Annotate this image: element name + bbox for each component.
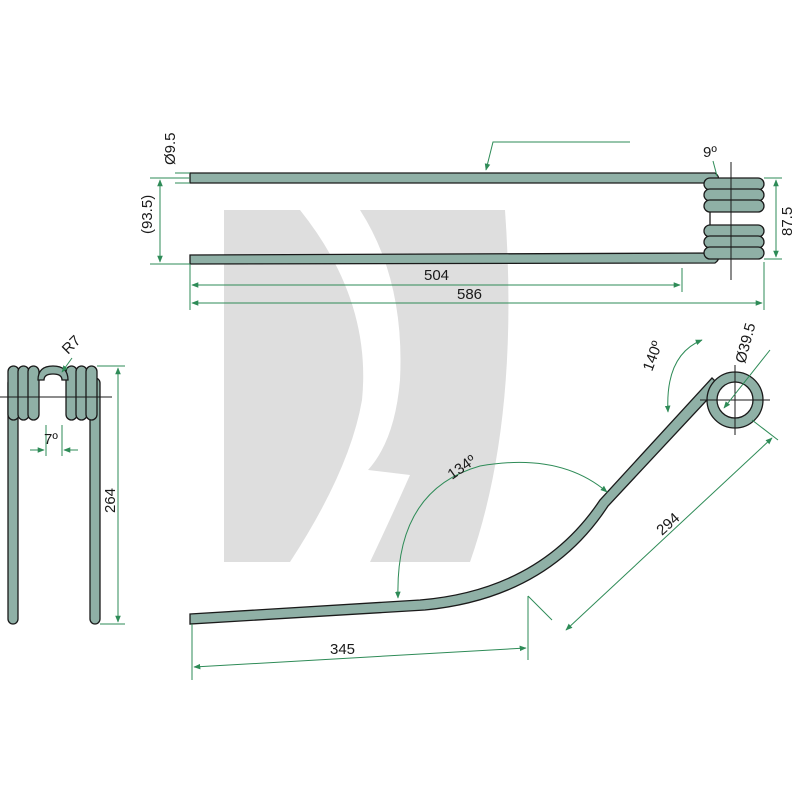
top-inner-length-label: 504	[424, 267, 449, 284]
top-height-label: 87.5	[779, 207, 796, 236]
side-left-coil	[7, 365, 40, 421]
side-angle-label: 7º	[44, 431, 58, 448]
side-loop	[37, 365, 69, 381]
profile-coil-diameter-label: Ø39.5	[732, 321, 759, 365]
side-radius-label: R7	[59, 332, 85, 358]
side-right-coil	[65, 365, 98, 421]
profile-straight-length-label: 345	[330, 641, 355, 658]
top-diameter-label: Ø9.5	[162, 132, 179, 165]
profile-coil-angle-label: 140º	[640, 338, 667, 373]
top-angle-label: 9º	[703, 144, 717, 161]
top-overall-length-label: 586	[457, 286, 482, 303]
top-coil	[703, 177, 765, 260]
lower-wire	[189, 252, 720, 265]
top-view: Ø9.5 9º (93.5) 87.5 504 586	[139, 132, 796, 310]
upper-wire	[189, 172, 720, 184]
side-view: R7 7º 264	[0, 332, 125, 625]
side-length-label: 264	[102, 488, 119, 513]
top-gap-label: (93.5)	[139, 195, 156, 234]
profile-arm-length-label: 294	[653, 510, 683, 539]
